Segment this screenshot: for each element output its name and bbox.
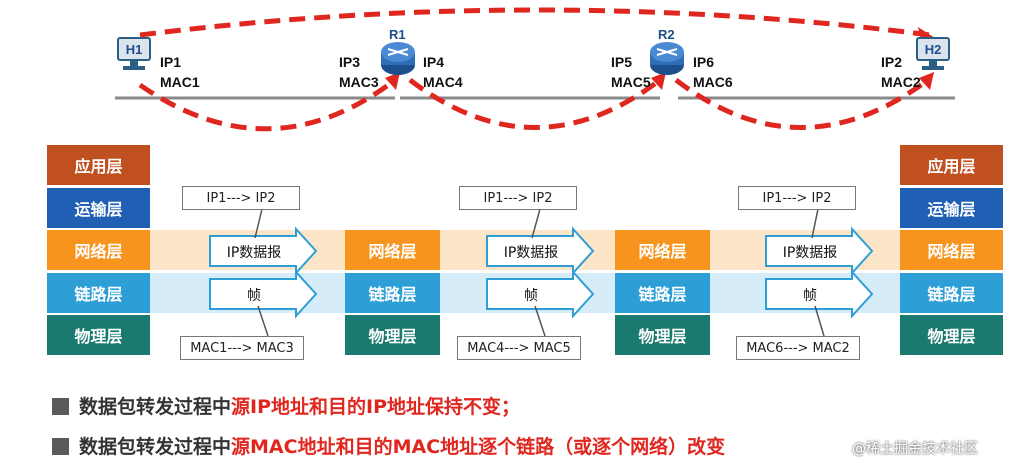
r1-right-mac-label: MAC4 — [423, 74, 463, 90]
hop-arc-1 — [138, 78, 397, 132]
h1-ip-label: IP1 — [160, 54, 182, 70]
segment-3-ip-pointer — [811, 208, 819, 239]
h1-transport-layer: 运输层 — [47, 188, 150, 228]
segment-2-packet-label: IP数据报 — [503, 245, 559, 261]
segment-1-frame-label: 帧 — [247, 288, 261, 304]
r2-right-mac-label: MAC6 — [693, 74, 733, 90]
segment-2-frame-label: 帧 — [524, 288, 538, 304]
h2-transport-layer: 运输层 — [900, 188, 1003, 228]
watermark: @稀土掘金技术社区 — [852, 441, 978, 457]
bullet-1-highlight: 源IP地址和目的IP地址保持不变； — [231, 396, 521, 418]
h2-link-layer: 链路层 — [900, 273, 1003, 313]
h2-mac-label: MAC2 — [881, 74, 921, 90]
computer-icon-h2 — [916, 37, 950, 70]
segment-3-packet-label: IP数据报 — [782, 245, 838, 261]
segment-3-packet-arrow — [765, 226, 874, 276]
bullet-ip-unchanged: 数据包转发过程中源IP地址和目的IP地址保持不变； — [52, 392, 520, 419]
h2-ip-label: IP2 — [881, 54, 903, 70]
r1-link-layer: 链路层 — [345, 273, 440, 313]
segment-2-ip-header: IP1---> IP2 — [459, 186, 577, 210]
segment-3-frame-arrow — [765, 269, 874, 319]
r2-left-ip-label: IP5 — [611, 54, 633, 70]
segment-3-ip-header: IP1---> IP2 — [738, 186, 856, 210]
segment-2-mac-header: MAC4---> MAC5 — [457, 336, 581, 360]
r1-network-layer: 网络层 — [345, 230, 440, 270]
segment-2-packet-arrow — [486, 226, 595, 276]
computer-icon-h1 — [117, 37, 151, 70]
h2-application-layer: 应用层 — [900, 145, 1003, 185]
router-tag-r2: R2 — [658, 27, 675, 42]
bullet-mac-changes: 数据包转发过程中源MAC地址和目的MAC地址逐个链路（或逐个网络）改变 — [52, 432, 725, 459]
bullet-square-icon — [52, 438, 69, 455]
h2-physical-layer: 物理层 — [900, 315, 1003, 355]
segment-1-mac-pointer — [257, 305, 269, 337]
segment-2-frame-arrow — [486, 269, 595, 319]
segment-1-frame-arrow — [209, 269, 318, 319]
segment-1-packet-arrow — [209, 226, 318, 276]
end-to-end-arc — [139, 7, 931, 38]
segment-1-packet-label: IP数据报 — [226, 245, 282, 261]
hop-arc-3 — [674, 77, 930, 130]
r2-link-layer: 链路层 — [615, 273, 710, 313]
segment-3-mac-header: MAC6---> MAC2 — [736, 336, 860, 360]
bullet-2-highlight: 源MAC地址和目的MAC地址逐个链路（或逐个网络）改变 — [231, 436, 726, 458]
h1-application-layer: 应用层 — [47, 145, 150, 185]
router-tag-r1: R1 — [389, 27, 406, 42]
r2-left-mac-label: MAC5 — [611, 74, 651, 90]
r1-physical-layer: 物理层 — [345, 315, 440, 355]
router-icon-r2 — [650, 42, 684, 75]
segment-2-ip-pointer — [531, 208, 541, 239]
hop-arc-3-arrowhead — [919, 72, 934, 90]
h1-physical-layer: 物理层 — [47, 315, 150, 355]
h1-mac-label: MAC1 — [160, 74, 200, 90]
hop-arc-2-arrowhead — [651, 72, 666, 90]
segment-1-ip-header: IP1---> IP2 — [182, 186, 300, 210]
bullet-square-icon — [52, 398, 69, 415]
r2-network-layer: 网络层 — [615, 230, 710, 270]
r1-right-ip-label: IP4 — [423, 54, 445, 70]
r2-right-ip-label: IP6 — [693, 54, 715, 70]
router-icon-r1 — [381, 42, 415, 75]
bullet-2-prefix: 数据包转发过程中 — [79, 436, 232, 458]
bullet-1-prefix: 数据包转发过程中 — [79, 396, 232, 418]
host-tag-h2: H2 — [924, 41, 942, 57]
r1-left-mac-label: MAC3 — [339, 74, 379, 90]
segment-1-ip-pointer — [254, 208, 263, 239]
network-topology — [115, 7, 955, 132]
r2-physical-layer: 物理层 — [615, 315, 710, 355]
h2-network-layer: 网络层 — [900, 230, 1003, 270]
h1-network-layer: 网络层 — [47, 230, 150, 270]
hop-arc-2 — [408, 78, 662, 130]
segment-1-mac-header: MAC1---> MAC3 — [180, 336, 304, 360]
segment-2-mac-pointer — [534, 305, 546, 337]
h1-link-layer: 链路层 — [47, 273, 150, 313]
segment-3-mac-pointer — [814, 305, 825, 337]
segment-3-frame-label: 帧 — [803, 288, 817, 304]
host-tag-h1: H1 — [125, 41, 143, 57]
hop-arc-1-arrowhead — [385, 72, 400, 90]
r1-left-ip-label: IP3 — [339, 54, 361, 70]
